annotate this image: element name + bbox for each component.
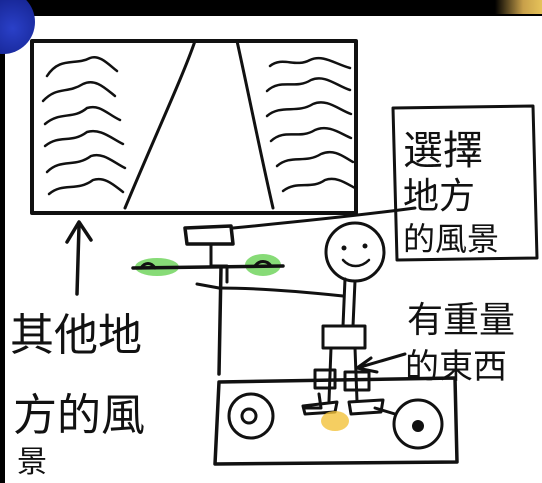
hand-drawn-sketch: 其他地 方的風 景 選擇 地方 的風景 有重量 的東西: [10, 39, 539, 480]
handle-bar: [131, 254, 285, 276]
label-other-scenery: 其他地 方的風 景: [10, 310, 145, 480]
choose-scenery-box: [391, 104, 539, 262]
label-heavy-object-line2: 的東西: [405, 347, 507, 387]
label-choose-scenery-line1: 選擇: [403, 128, 483, 174]
projection-line: [231, 206, 417, 230]
right-mountains: [265, 56, 357, 193]
pole: [217, 266, 223, 376]
label-choose-scenery: 選擇 地方 的風景: [403, 128, 499, 258]
left-mountains: [41, 55, 127, 196]
left-wheel: [227, 392, 275, 440]
label-other-scenery-line1: 其他地: [10, 310, 142, 361]
label-choose-scenery-line2: 地方: [403, 176, 475, 217]
label-other-scenery-line2: 方的風: [13, 390, 145, 441]
label-choose-scenery-line3: 的風景: [403, 220, 499, 258]
top-bar: [0, 0, 542, 16]
weight-pointer: [355, 352, 407, 374]
projector-device: [183, 224, 235, 284]
top-bar-accent: [495, 0, 542, 14]
label-heavy-object: 有重量 的東西: [405, 300, 515, 387]
up-arrow-icon: [65, 220, 93, 296]
right-wheel-hub: [412, 420, 424, 432]
yellow-highlight: [321, 411, 349, 431]
label-heavy-object-line1: 有重量: [407, 300, 515, 341]
stick-figure-icon: [195, 221, 386, 416]
left-wheel-hub: [240, 407, 258, 425]
label-other-scenery-line3: 景: [17, 445, 47, 480]
right-wheel: [392, 398, 444, 450]
cart-base: [213, 376, 459, 466]
scenery-screen: [30, 39, 358, 215]
